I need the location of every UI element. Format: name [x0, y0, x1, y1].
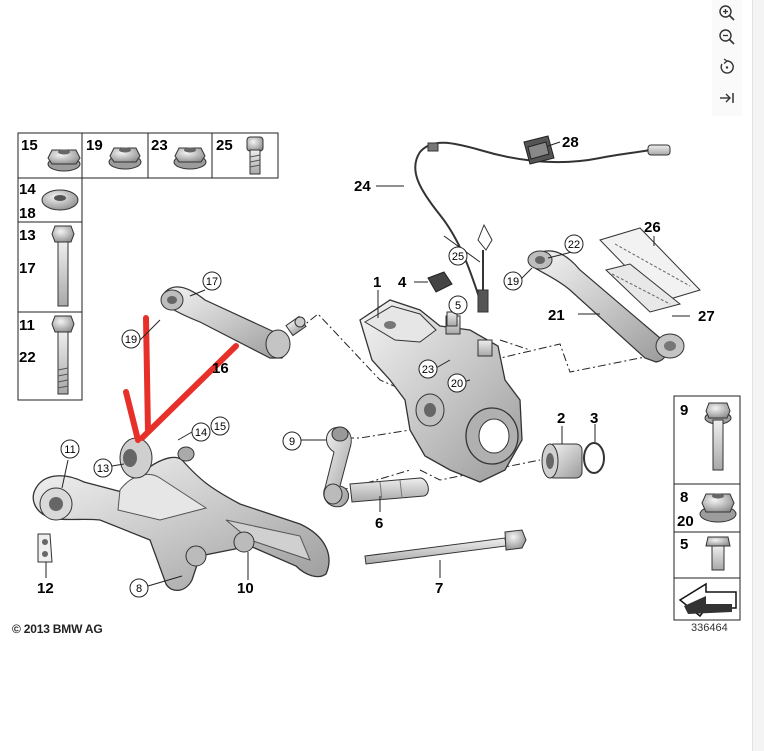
table-label-8: 8 — [680, 489, 688, 506]
wheel-speed-sensor-cable — [414, 141, 671, 313]
circled-callout-rings — [60, 234, 584, 598]
circlip-ring — [583, 442, 605, 474]
callout-20[interactable]: 20 — [451, 378, 463, 390]
upper-control-arm-left — [160, 286, 307, 359]
socket-screw-icon — [246, 136, 264, 175]
sensor-cap — [427, 271, 453, 293]
wheel-carrier — [359, 299, 523, 483]
clamp-bracket — [37, 533, 53, 563]
callout-7[interactable]: 7 — [435, 580, 443, 597]
callout-24[interactable]: 24 — [354, 178, 371, 195]
zoom-in-icon — [719, 5, 735, 21]
callout-27[interactable]: 27 — [698, 308, 715, 325]
table-label-18: 18 — [19, 205, 36, 222]
callout-8[interactable]: 8 — [136, 583, 142, 595]
toe-link — [323, 426, 352, 508]
callout-11[interactable]: 11 — [64, 444, 75, 456]
table-label-13: 13 — [19, 227, 36, 244]
arrow-right-to-bar-icon — [720, 93, 734, 103]
table-label-23: 23 — [151, 137, 168, 154]
rotate-icon — [720, 58, 734, 74]
callout-26[interactable]: 26 — [644, 219, 661, 236]
direction-arrow-icon — [678, 582, 737, 618]
callout-15[interactable]: 15 — [214, 421, 226, 433]
table-label-22: 22 — [19, 349, 36, 366]
callout-1[interactable]: 1 — [373, 274, 381, 291]
table-label-15: 15 — [21, 137, 38, 154]
callout-10[interactable]: 10 — [237, 580, 254, 597]
table-label-11: 11 — [19, 317, 35, 334]
hex-bolt-icon — [51, 315, 75, 395]
lower-control-arm — [32, 437, 330, 591]
table-label-5: 5 — [680, 536, 688, 553]
flange-nut-icon — [47, 149, 81, 172]
hex-bolt-icon — [51, 225, 75, 307]
callout-28[interactable]: 28 — [562, 134, 579, 151]
diagram-number: 336464 — [691, 622, 728, 634]
screw-icon — [705, 536, 731, 571]
callout-2[interactable]: 2 — [557, 410, 565, 427]
rubber-bushing — [541, 443, 583, 479]
callout-16[interactable]: 16 — [212, 360, 229, 377]
callout-19-left[interactable]: 19 — [125, 334, 137, 346]
rotate-button[interactable] — [714, 54, 740, 80]
annotation-arrow — [123, 315, 239, 443]
long-bolt — [364, 529, 527, 565]
flange-nut-icon — [108, 147, 142, 170]
callout-13[interactable]: 13 — [97, 463, 109, 475]
table-label-14: 14 — [19, 181, 36, 198]
flange-nut-icon — [699, 493, 737, 523]
right-fastener-table: 9 8 20 5 — [673, 395, 741, 621]
table-label-19: 19 — [86, 137, 103, 154]
hex-bolt-icon — [704, 402, 732, 471]
callout-12[interactable]: 12 — [37, 580, 54, 597]
left-fastener-table: 15 19 23 25 14 18 13 17 11 22 — [17, 132, 279, 401]
cable-bracket — [523, 135, 555, 165]
zoom-out-icon — [719, 29, 735, 45]
callout-22[interactable]: 22 — [568, 239, 580, 251]
table-label-20: 20 — [677, 513, 694, 530]
table-label-17: 17 — [19, 260, 36, 277]
table-label-25: 25 — [216, 137, 233, 154]
callout-17[interactable]: 17 — [206, 276, 218, 288]
callout-5[interactable]: 5 — [455, 300, 461, 312]
zoom-in-button[interactable] — [714, 0, 740, 26]
scroll-edge — [752, 0, 764, 751]
callout-23[interactable]: 23 — [422, 364, 434, 376]
washer-icon — [41, 189, 79, 211]
zoom-out-button[interactable] — [714, 24, 740, 50]
table-label-9: 9 — [680, 402, 688, 419]
copyright-notice: © 2013 BMW AG — [12, 622, 103, 636]
expand-button[interactable] — [714, 85, 740, 111]
eccentric-bolt — [349, 477, 429, 503]
callout-21[interactable]: 21 — [548, 307, 565, 324]
heat-shield-bracket — [599, 227, 701, 313]
callout-6[interactable]: 6 — [375, 515, 383, 532]
callout-25[interactable]: 25 — [452, 251, 464, 263]
callout-9[interactable]: 9 — [289, 436, 295, 448]
flange-nut-icon — [173, 147, 207, 170]
callout-3[interactable]: 3 — [590, 410, 598, 427]
viewer-toolbar — [712, 0, 742, 116]
upper-control-arm-right — [527, 250, 685, 363]
callout-4[interactable]: 4 — [398, 274, 407, 291]
callout-14[interactable]: 14 — [195, 427, 207, 439]
callout-19-right[interactable]: 19 — [507, 276, 519, 288]
circled-callouts: 5 8 9 11 13 14 15 17 19 19 20 22 23 25 — [64, 239, 580, 595]
